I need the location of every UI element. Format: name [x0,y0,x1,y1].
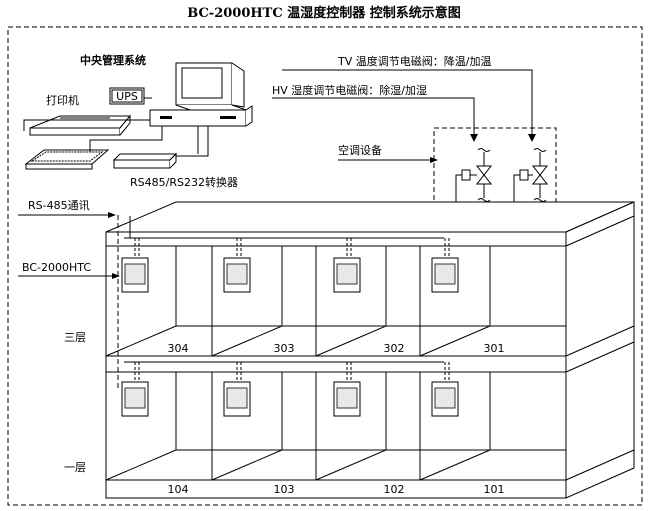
room-labels-upper: 304 303 302 301 [168,342,505,355]
controller-103 [223,362,251,417]
computer-icon [149,62,253,127]
controller-104 [121,362,149,417]
ac-label: 空调设备 [338,143,382,157]
computer-cables [23,119,209,157]
valve-tv-icon [519,148,549,202]
room-label: 301 [484,342,505,355]
room-label: 101 [484,483,505,496]
controller-101 [431,362,459,417]
diagram-title: BC-2000HTC 温湿度控制器 控制系统示意图 [187,5,461,21]
controller-304 [121,238,149,293]
outer-frame [7,26,643,506]
room-label: 302 [384,342,405,355]
printer-icon [29,114,132,136]
ups-box: UPS [109,87,152,105]
floor3-label: 三层 [64,331,86,344]
room-label: 103 [274,483,295,496]
room-label: 104 [168,483,189,496]
keyboard-icon [24,149,110,170]
controller-301 [431,238,459,293]
controller-label: BC-2000HTC [22,261,91,274]
hv-valve-label: HV 湿度调节电磁阀：除湿/加湿 [272,83,427,97]
room-labels-lower: 104 103 102 101 [168,483,505,496]
controller-302 [333,238,361,293]
rs485-label: RS-485通讯 [28,199,90,212]
controllers-lower [121,362,459,417]
room-label: 102 [384,483,405,496]
valve-hv-icon [461,148,493,202]
printer-label: 打印机 [46,93,79,107]
converter-label: RS485/RS232转换器 [130,175,238,189]
ups-label: UPS [116,90,138,103]
controller-303 [223,238,251,293]
room-label: 304 [168,342,189,355]
converter-icon [112,152,178,169]
controllers-upper [121,238,459,293]
controller-102 [333,362,361,417]
central-label: 中央管理系统 [80,53,146,67]
tv-valve-label: TV 温度调节电磁阀：降温/加温 [337,54,491,68]
floor1-label: 一层 [64,461,86,474]
room-label: 303 [274,342,295,355]
rs485-bus [117,215,444,390]
